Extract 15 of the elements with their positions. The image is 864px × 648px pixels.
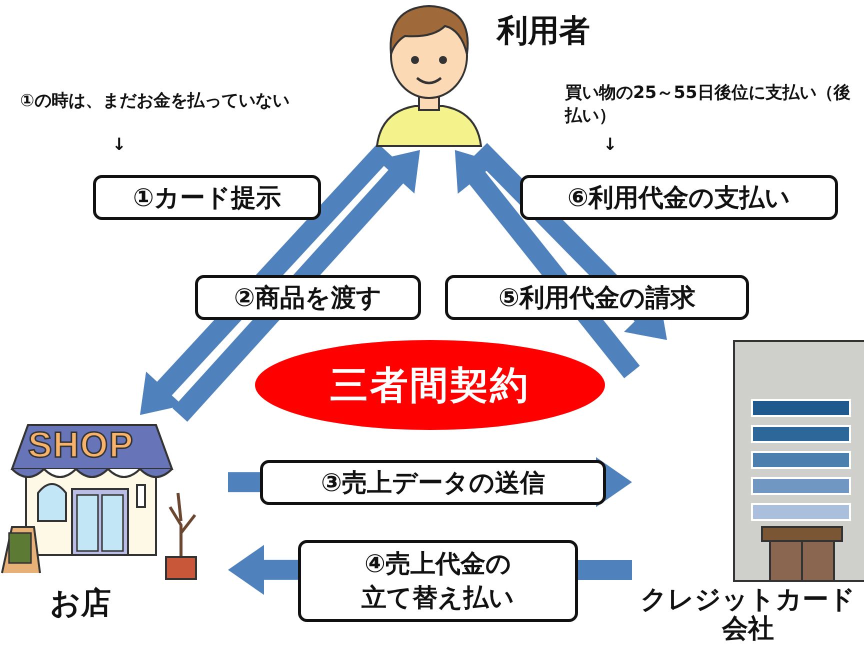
- edge-label: ①カード提示: [93, 175, 321, 220]
- node-title: お店: [50, 587, 112, 620]
- edge-label: ②商品を渡す: [195, 275, 421, 320]
- note-text: 買い物の25～55日後位に支払い（後払い）: [565, 82, 852, 128]
- edge-label: ⑥利用代金の支払い: [520, 175, 838, 220]
- down-arrow-glyph: ↓: [603, 134, 618, 157]
- node-title: クレジットカード会社: [640, 586, 856, 644]
- shop-sign-text: SHOP: [28, 424, 134, 466]
- node-title: 利用者: [497, 14, 591, 48]
- edge-label: ⑤利用代金の請求: [445, 275, 749, 320]
- edge-label: ③売上データの送信: [260, 460, 606, 505]
- ellipse-text: 三者間契約: [330, 362, 530, 408]
- down-arrow-glyph: ↓: [112, 134, 128, 157]
- note-text: ①の時は、まだお金を払っていない: [20, 90, 290, 113]
- edge-label: ④売上代金の立て替え払い: [298, 540, 578, 622]
